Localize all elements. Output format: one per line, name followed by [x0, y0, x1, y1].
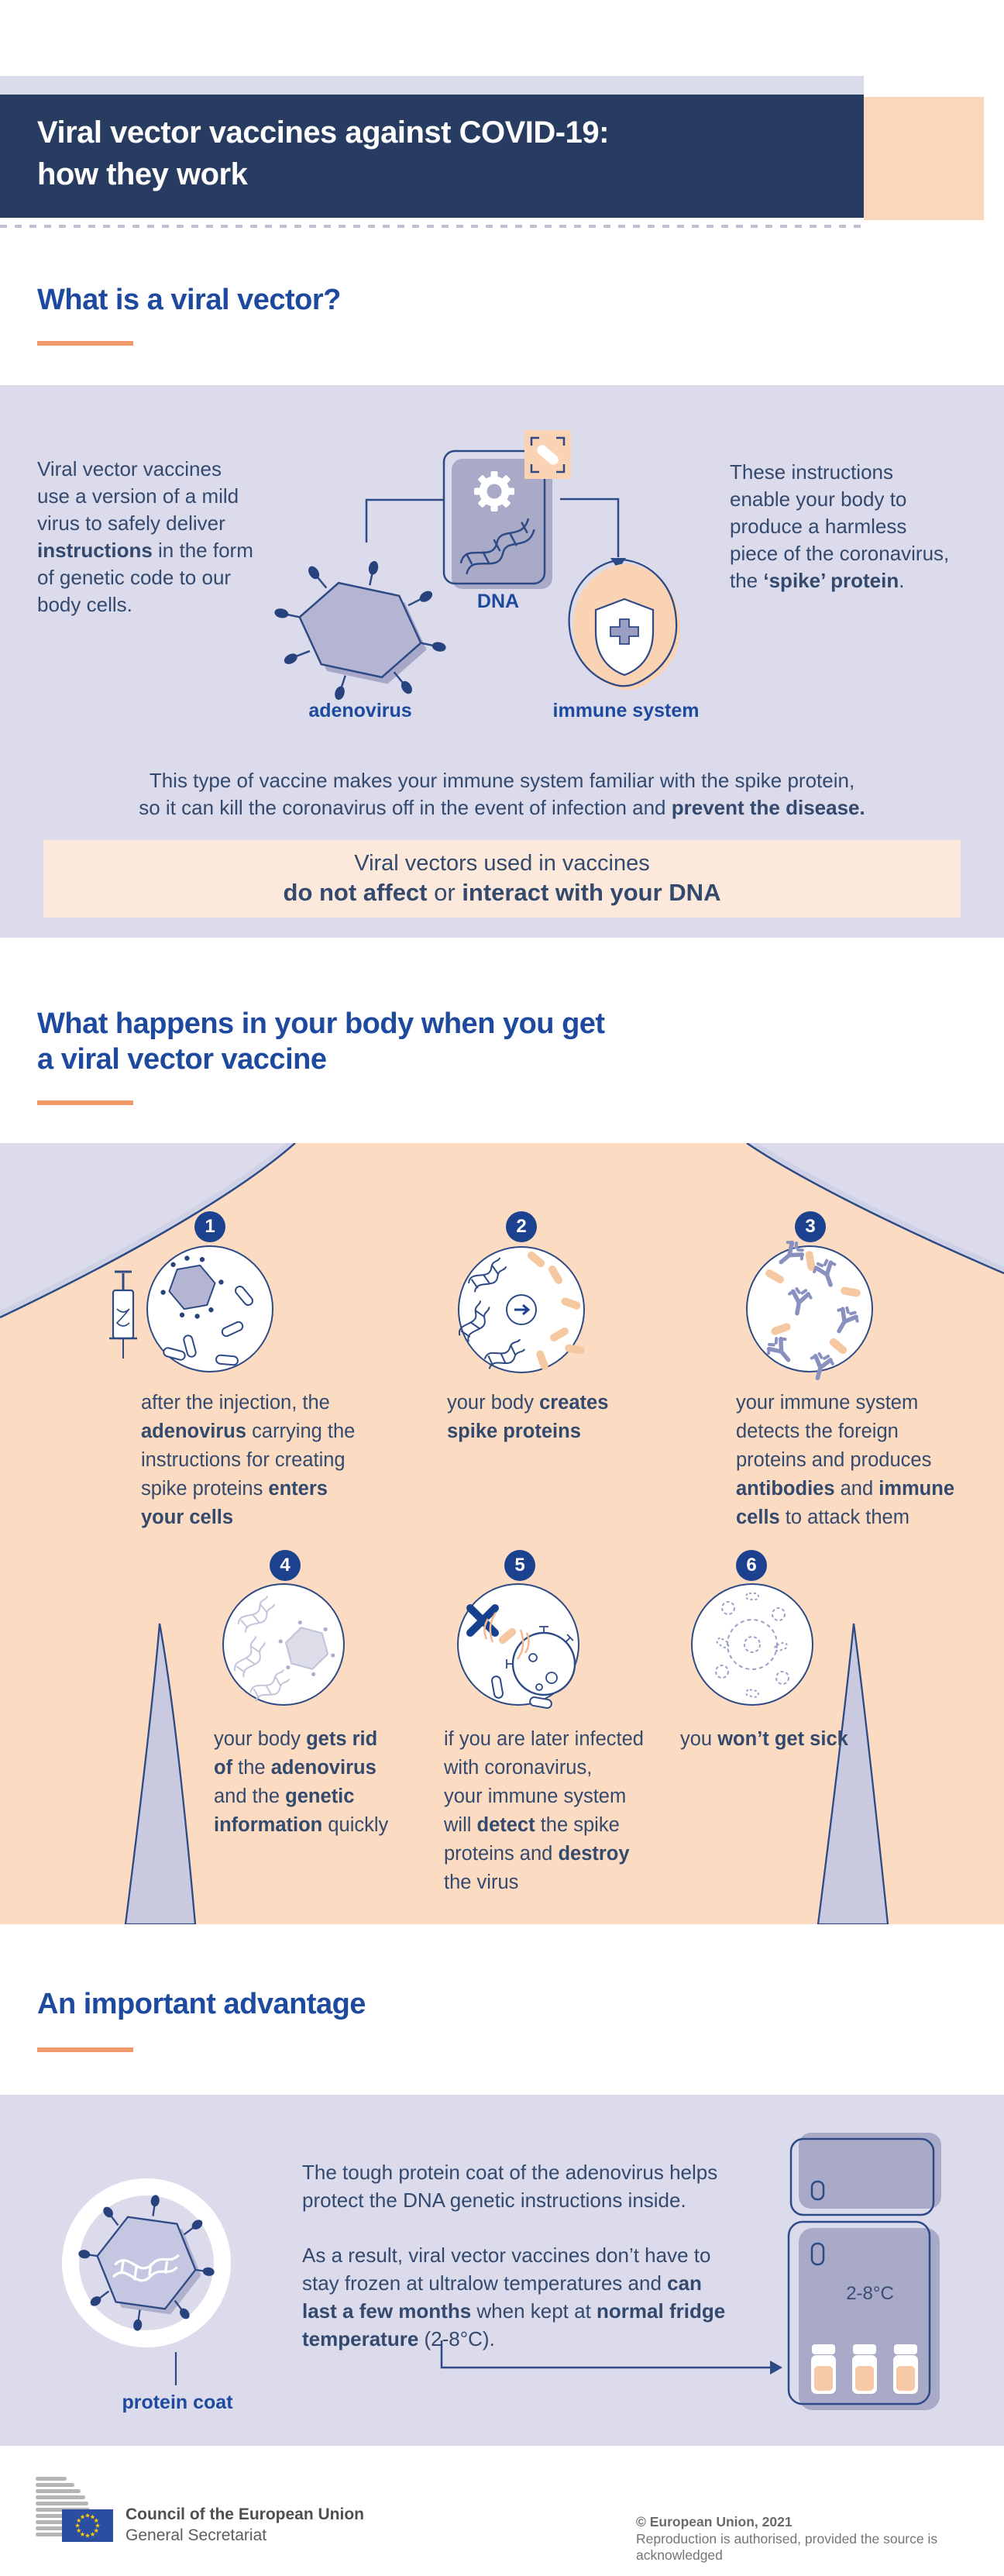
fridge-temp-label: 2-8°C	[846, 2283, 894, 2304]
step1-text: after the injection, the adenovirus carr…	[141, 1392, 356, 1528]
adenovirus-label: adenovirus	[308, 700, 412, 721]
step3-badge: 3	[795, 1211, 826, 1242]
footer-org-name: Council of the European Union	[126, 2505, 364, 2523]
protein-coat-icon	[62, 2178, 231, 2385]
header-lavender-strip	[0, 76, 864, 95]
step1-badge: 1	[194, 1211, 225, 1242]
dna-note-line2: do not affect or interact with your DNA	[283, 879, 721, 906]
immune-shield-icon	[568, 558, 681, 690]
familiar-text: This type of vaccine makes your immune s…	[139, 769, 865, 819]
adenovirus-icon	[274, 560, 446, 701]
fridge-icon	[787, 2133, 941, 2410]
footer-dept-name: General Secretariat	[126, 2526, 267, 2544]
dna-card-icon	[442, 449, 552, 589]
body-illustration	[0, 1143, 1004, 1924]
section3-title: An important advantage	[37, 1988, 366, 2020]
step3-text: your immune system detects the foreign p…	[736, 1392, 955, 1528]
body-steps-band: 1 2 3 4 5 6 after the injection, the ade…	[0, 1143, 1004, 1924]
step1-icon	[160, 1255, 256, 1366]
section1-underline	[37, 341, 133, 346]
step4-badge: 4	[270, 1550, 301, 1581]
header-banner: Viral vector vaccines against COVID-19: …	[0, 95, 864, 218]
section2-title: What happens in your body when you get a…	[37, 1007, 605, 1076]
intro-left-paragraph: Viral vector vaccines use a version of a…	[37, 457, 253, 616]
gear-icon	[474, 471, 514, 511]
dna-note-line1: Viral vectors used in vaccines	[354, 851, 650, 876]
dna-helix-icon	[459, 518, 535, 575]
step5-badge: 5	[504, 1550, 535, 1581]
footer-copyright: © European Union, 2021	[636, 2514, 793, 2530]
immune-system-label: immune system	[552, 700, 700, 721]
council-logo-icon	[36, 2477, 113, 2542]
footer-license: Reproduction is authorised, provided the…	[636, 2531, 938, 2563]
vial-icon	[811, 2344, 918, 2394]
page-title: Viral vector vaccines against COVID-19: …	[37, 115, 609, 191]
step2-icon	[456, 1249, 586, 1373]
arrow-right-icon	[514, 1303, 531, 1316]
intro-right-paragraph: These instructions enable your body to p…	[730, 460, 950, 592]
dna-label: DNA	[476, 591, 520, 612]
viral-vector-band: Viral vector vaccines use a version of a…	[0, 385, 1004, 938]
step2-text: your body creates spike proteins	[447, 1392, 609, 1442]
connector-lines	[365, 498, 620, 557]
dna-note-box: Viral vectors used in vaccines do not af…	[43, 840, 961, 918]
section2-underline	[37, 1100, 133, 1105]
step5-text: if you are later infected with coronavir…	[444, 1728, 644, 1893]
step4-icon	[232, 1595, 335, 1706]
right-arm-gap	[817, 1623, 889, 1924]
step6-icon	[715, 1593, 789, 1698]
viral-vector-diagram	[274, 430, 681, 701]
section1-title: What is a viral vector?	[37, 284, 341, 316]
advantage-paragraph2: As a result, viral vector vaccines don’t…	[302, 2244, 726, 2350]
header-dashed-edge	[0, 225, 861, 228]
spike-protein-chip-icon	[524, 430, 571, 479]
advantage-paragraph1: The tough protein coat of the adenovirus…	[302, 2161, 718, 2212]
step6-badge: 6	[736, 1550, 767, 1581]
section3-underline	[37, 2047, 133, 2052]
step6-text: you won’t get sick	[680, 1728, 848, 1750]
left-arm-gap	[124, 1623, 197, 1924]
step2-badge: 2	[506, 1211, 537, 1242]
header-peach-accent	[864, 97, 984, 220]
syringe-icon	[109, 1270, 137, 1359]
arrow-to-fridge-icon	[440, 2340, 782, 2375]
advantage-band: The tough protein coat of the adenovirus…	[0, 2095, 1004, 2446]
eu-flag-icon	[62, 2509, 113, 2542]
advantage-illustrations	[62, 2133, 941, 2410]
step4-text: your body gets rid of the adenovirus and…	[214, 1728, 389, 1836]
protein-coat-label: protein coat	[122, 2392, 233, 2413]
step5-icon	[466, 1604, 576, 1710]
